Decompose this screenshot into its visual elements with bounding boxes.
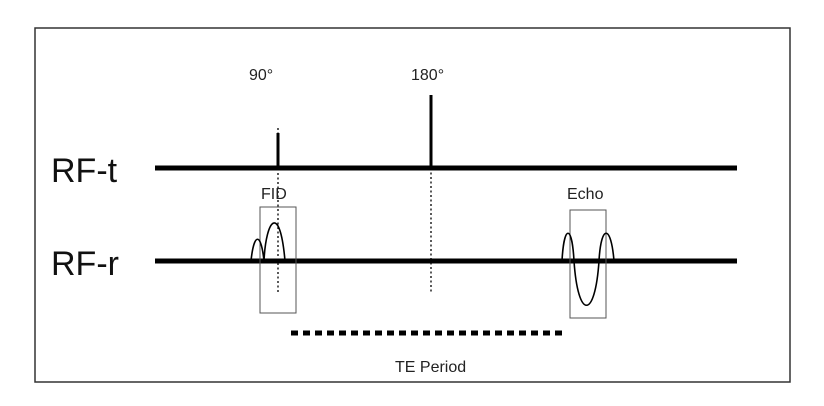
rf-transmit-label: RF-t: [51, 152, 118, 190]
echo-box: [569, 209, 607, 319]
echo-waveform: [561, 232, 615, 307]
echo-label: Echo: [567, 186, 604, 203]
fid-box: [259, 206, 297, 314]
diagram-frame: [34, 27, 791, 383]
pulse-180-label: 180°: [411, 67, 444, 84]
te-period-label: TE Period: [395, 359, 466, 376]
fid-waveform: [250, 222, 286, 262]
rf-receive-label: RF-r: [51, 245, 119, 283]
fid-label: FID: [261, 186, 287, 203]
pulse-90-label: 90°: [249, 67, 273, 84]
